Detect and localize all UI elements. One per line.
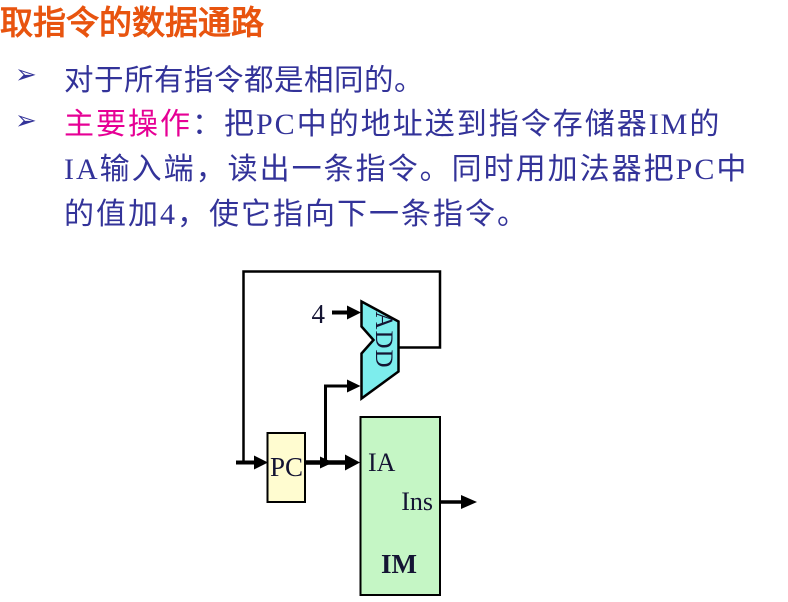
- bullet-2-text: 主要操作：把PC中的地址送到指令存储器IM的 IA输入端，读出一条指令。同时用加…: [64, 102, 748, 237]
- adder-label: ADD: [370, 311, 397, 368]
- ia-port-label: IA: [368, 448, 396, 477]
- bullet-2-line1-rest: ：把PC中的地址送到指令存储器IM的: [192, 108, 722, 141]
- pc-input-arrow: [236, 455, 268, 470]
- bullet-2-highlight: 主要操作: [64, 108, 192, 141]
- datapath-diagram: PC 4 ADD IA Ins IM: [236, 270, 477, 596]
- im-label: IM: [381, 549, 417, 579]
- increment-constant-label: 4: [312, 299, 326, 329]
- bullet-1-text: 对于所有指令都是相同的。: [64, 65, 425, 97]
- pc-to-ia-arrow: [305, 454, 360, 471]
- adder-shape: [360, 299, 400, 401]
- ins-port-label: Ins: [401, 487, 433, 516]
- pc-register-box: [266, 432, 306, 503]
- constant-to-adder-arrow: [332, 305, 361, 320]
- bullet-arrow-icon: ➢: [15, 106, 37, 136]
- ins-output-arrow: [440, 495, 477, 509]
- bullet-arrow-icon: ➢: [15, 60, 37, 90]
- bullet-2-line3: 的值加4，使它指向下一条指令。: [64, 198, 529, 231]
- bullet-2-line2: IA输入端，读出一条指令。同时用加法器把PC中: [64, 153, 749, 186]
- page-title: 取指令的数据通路: [0, 4, 264, 41]
- bullet-2-line1: 主要操作：把PC中的地址送到指令存储器IM的: [64, 102, 748, 147]
- pc-feedback-wire: [242, 270, 442, 461]
- instruction-memory-box: [359, 416, 441, 596]
- pc-to-adder-wire: [324, 379, 361, 460]
- pc-label: PC: [270, 452, 303, 482]
